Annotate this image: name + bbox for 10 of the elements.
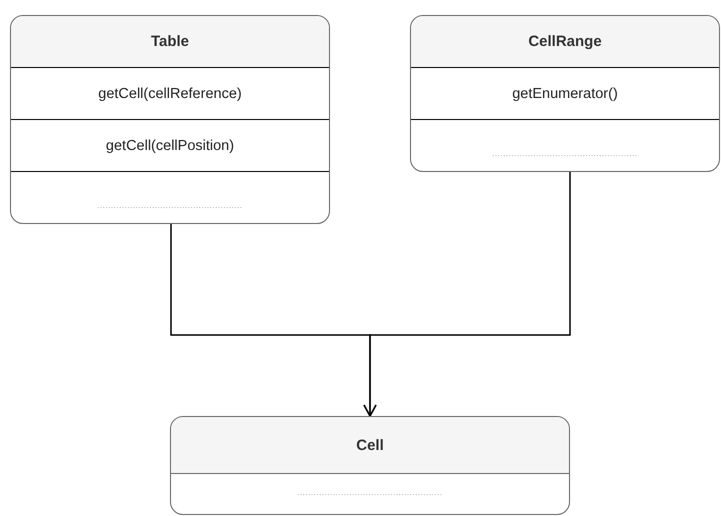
class-name: Table [150, 33, 190, 50]
method-text: getEnumerator() [512, 86, 618, 102]
class-name: CellRange [528, 33, 602, 50]
class-box [170, 416, 570, 515]
method-text: getCell(cellPosition) [106, 138, 234, 154]
method-text: getCell(cellReference) [98, 86, 242, 102]
class-box [410, 15, 720, 172]
class-box [10, 15, 330, 224]
connector-arrow [363, 172, 571, 417]
class-name: Cell [356, 436, 384, 454]
